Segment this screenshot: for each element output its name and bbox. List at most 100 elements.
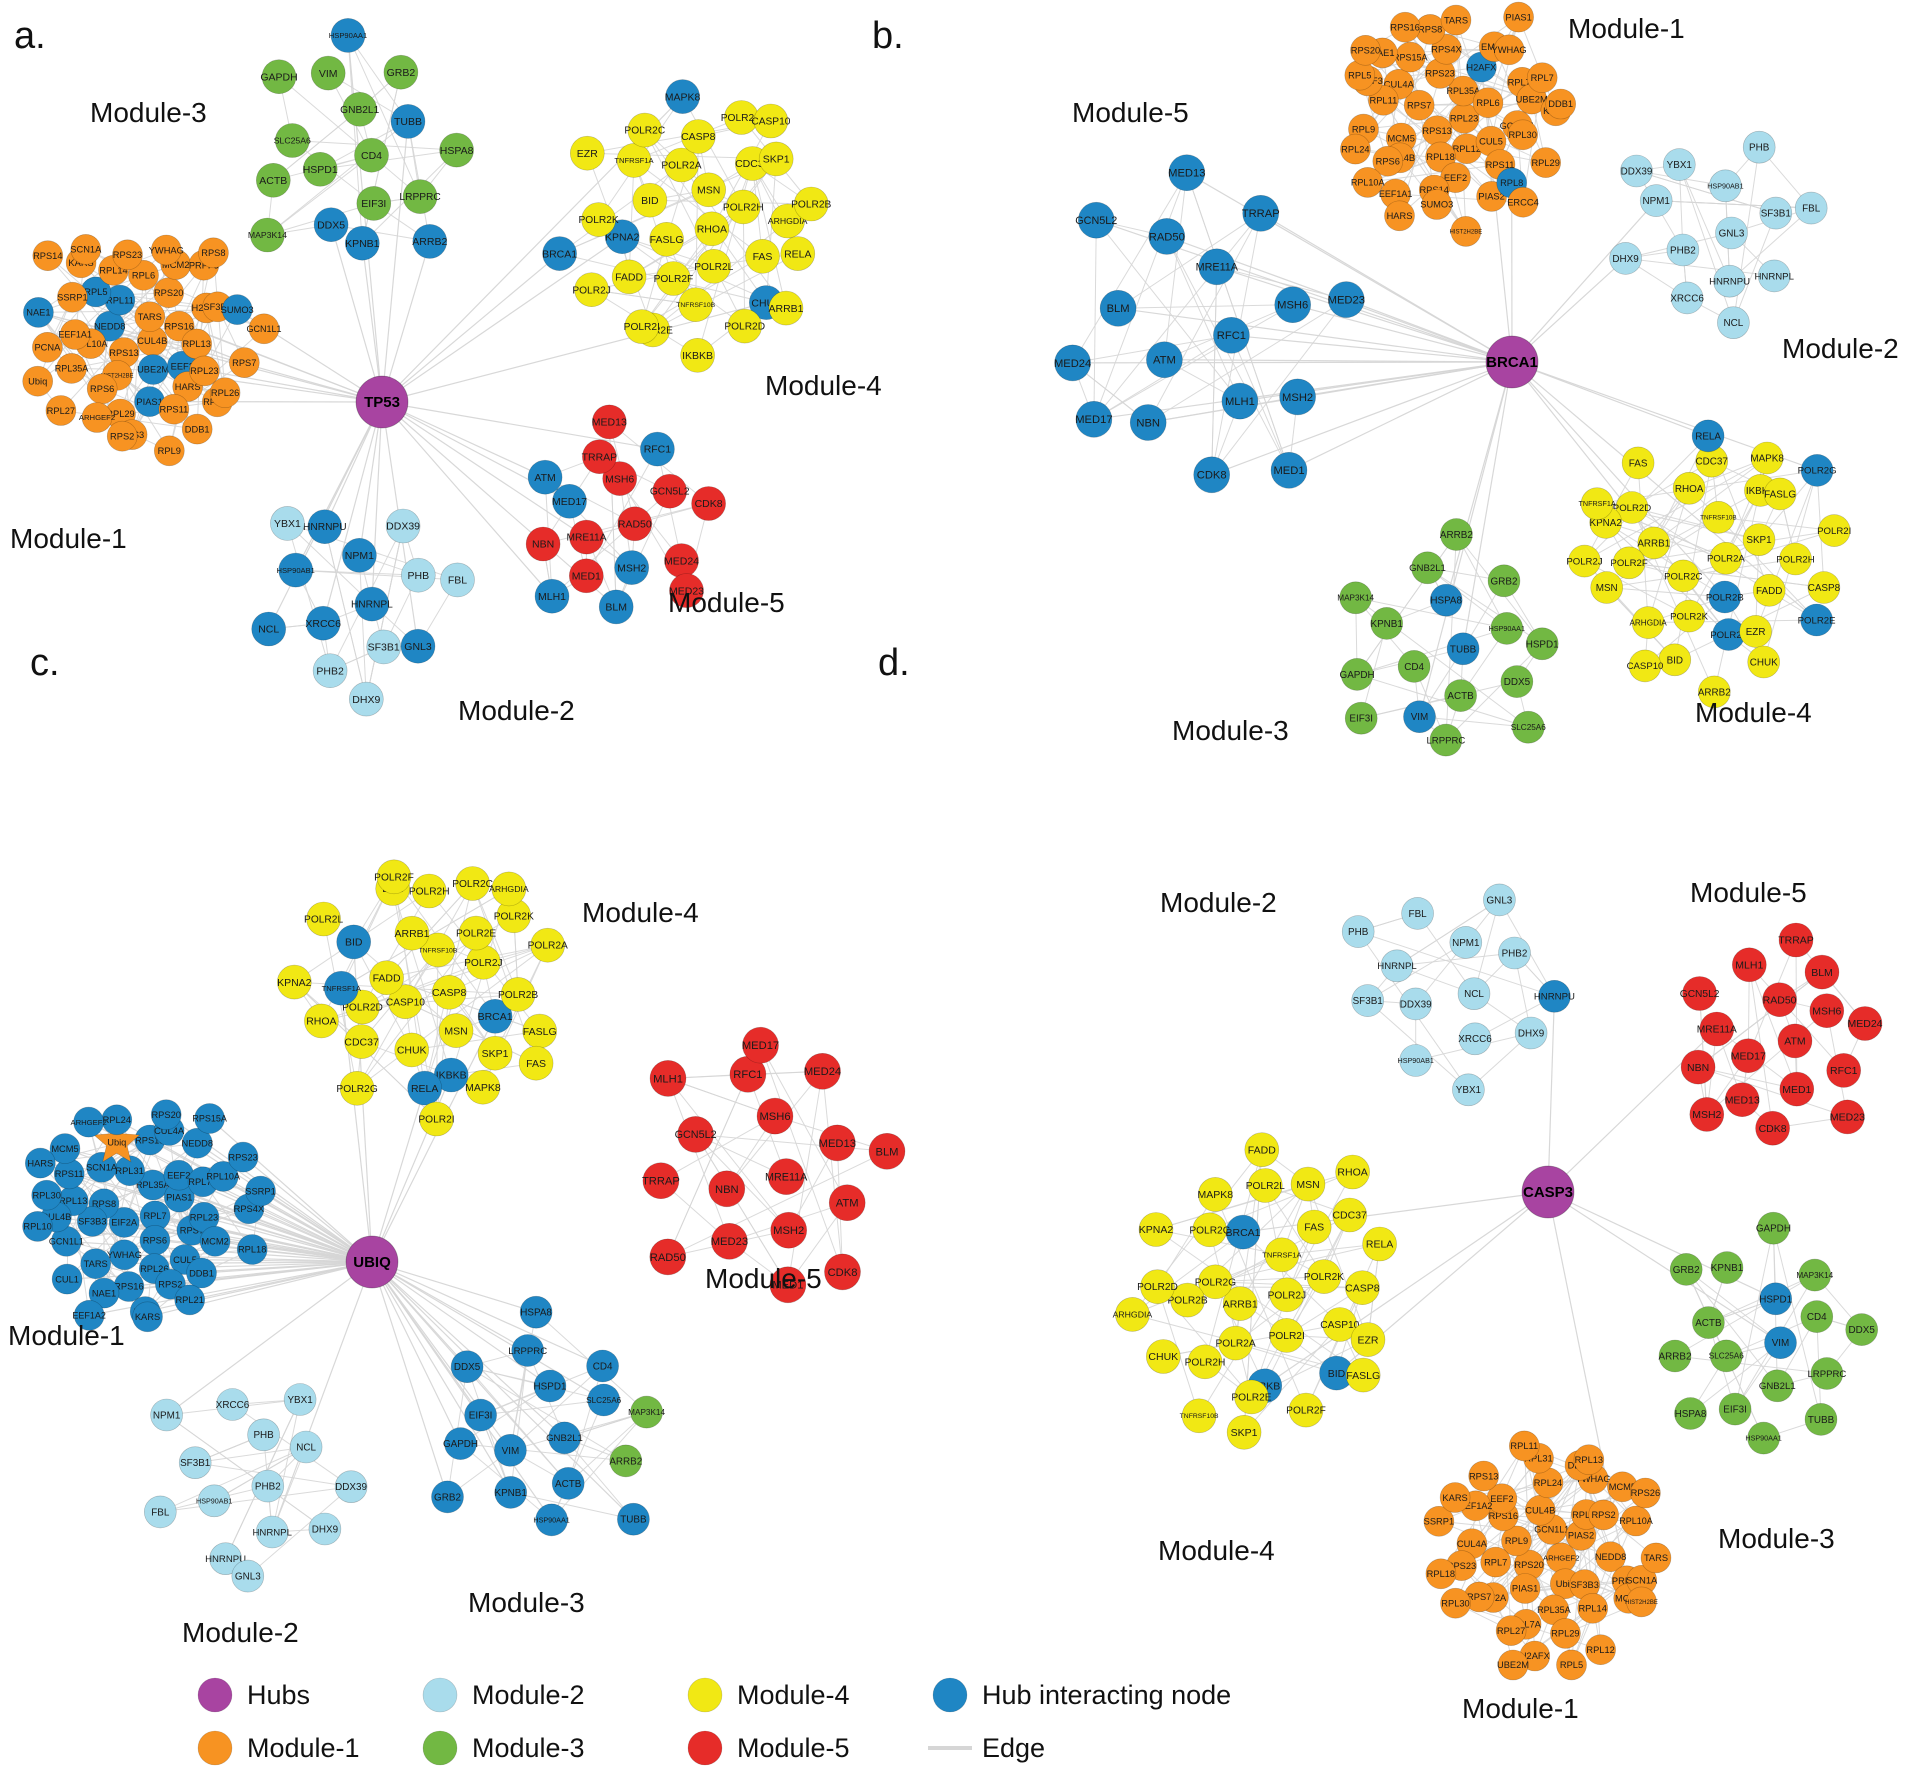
node-POLR2B: POLR2B: [498, 977, 538, 1012]
module-label-d-module-5: Module-5: [1690, 877, 1807, 908]
node-circle: [477, 1035, 513, 1071]
node-label: POLR2F: [1610, 558, 1647, 569]
node-label: RFC1: [1217, 330, 1246, 342]
node-label: TRRAP: [642, 1176, 680, 1188]
node-label: TNFRSF10B: [1180, 1413, 1219, 1420]
node-circle: [568, 558, 604, 594]
node-label: XRCC6: [1458, 1034, 1492, 1045]
node-circle: [450, 1350, 484, 1383]
node-circle: [542, 236, 577, 271]
node-label: VIM: [1411, 712, 1429, 723]
node-label: MLH1: [538, 591, 566, 603]
hub-edge: [371, 1261, 528, 1352]
hub-edge: [242, 1156, 373, 1263]
node-circle: [1078, 201, 1115, 239]
node-circle: [1296, 1209, 1332, 1245]
node-circle: [1612, 546, 1646, 580]
node-circle: [356, 186, 392, 221]
node-label: GNL3: [404, 641, 432, 653]
node-GAPDH: GAPDH: [1756, 1211, 1791, 1245]
node-ARHGDIA: ARHGDIA: [1113, 1297, 1152, 1332]
node-label: RPL27: [47, 406, 75, 416]
node-circle: [289, 1430, 323, 1464]
node-circle: [1248, 1168, 1283, 1203]
node-circle: [94, 310, 125, 342]
node-label: MSH6: [605, 473, 634, 485]
node-label: CASP10: [1320, 1320, 1359, 1331]
node-label: MLH1: [1735, 960, 1763, 972]
node-label: TARS: [1444, 15, 1468, 25]
node-label: MED23: [669, 585, 704, 597]
node-label: KPNA2: [1139, 1224, 1174, 1236]
edge: [1093, 304, 1293, 420]
node-IKBKB: IKBKB: [433, 1057, 469, 1093]
node-EIF3I: EIF3I: [1718, 1392, 1752, 1426]
node-label: RPL26: [140, 1264, 168, 1274]
node-label: SLC25A6: [1709, 1352, 1744, 1361]
node-circle: [458, 915, 494, 951]
node-label: NEDD8: [182, 1139, 214, 1149]
node-label: RPL18: [1426, 152, 1454, 162]
node-label: HNRNPU: [1709, 277, 1750, 288]
node-circle: [313, 207, 349, 242]
node-RPS20: RPS20: [1350, 34, 1381, 66]
node-circle: [1709, 541, 1743, 575]
node-DHX9: DHX9: [308, 1512, 342, 1546]
node-FAS: FAS: [745, 238, 780, 274]
node-label: BID: [641, 195, 659, 207]
node-label: ARHGEF2: [1543, 1554, 1579, 1563]
node-NBN: NBN: [708, 1170, 746, 1208]
node-POLR2C: POLR2C: [1189, 1212, 1230, 1248]
node-circle: [1639, 184, 1673, 217]
node-circle: [1472, 87, 1504, 118]
module-label-b-module-2: Module-2: [1782, 333, 1899, 364]
node-circle: [1339, 581, 1372, 615]
node-circle: [1397, 650, 1431, 683]
node-FASLG: FASLG: [1763, 477, 1797, 511]
node-FADD: FADD: [1752, 573, 1786, 607]
hub-edge: [381, 241, 431, 403]
node-circle: [587, 1383, 621, 1417]
node-circle: [1444, 679, 1477, 712]
node-label: RPL23: [190, 1213, 218, 1223]
node-label: NCL: [258, 624, 279, 636]
node-label: MED17: [1075, 414, 1112, 426]
node-TARS: TARS: [134, 301, 166, 333]
node-label: GRB2: [1673, 1265, 1700, 1276]
node-circle: [611, 259, 647, 295]
node-circle: [640, 431, 675, 467]
node-MED24: MED24: [804, 1053, 841, 1090]
node-ATM: ATM: [1146, 341, 1183, 379]
hub-edge: [381, 401, 658, 450]
node-FADD: FADD: [1244, 1132, 1280, 1167]
node-label: PHB2: [316, 665, 344, 677]
node-label: ERCC4: [1507, 197, 1539, 207]
node-circle: [154, 435, 185, 467]
node-label: POLR2D: [342, 1003, 383, 1014]
node-RPL30: RPL30: [1507, 119, 1538, 151]
node-label: KPNA2: [277, 977, 312, 989]
node-SF3B1: SF3B1: [366, 629, 402, 665]
node-circle: [1468, 1460, 1499, 1492]
node-NBN: NBN: [1129, 404, 1167, 441]
node-SF3B1: SF3B1: [1351, 984, 1384, 1017]
node-RHOA: RHOA: [1672, 471, 1706, 505]
node-circle: [1620, 1505, 1652, 1537]
node-label: CASP8: [681, 131, 716, 143]
legend-swatch-module-4: [687, 1677, 723, 1713]
node-label: MED1: [1782, 1084, 1811, 1096]
edge: [166, 1414, 326, 1530]
node-label: RPS2: [1591, 1510, 1615, 1520]
edge: [358, 555, 367, 700]
node-TNFRSF1A: TNFRSF1A: [322, 970, 362, 1006]
node-circle: [1620, 154, 1653, 188]
node-circle: [691, 172, 727, 208]
node-label: MSN: [1596, 583, 1618, 594]
node-label: FBL: [448, 575, 467, 587]
node-label: SF3B1: [180, 1458, 211, 1469]
node-XRCC6: XRCC6: [305, 605, 341, 641]
node-NCL: NCL: [1457, 977, 1491, 1011]
node-label: TNFRSF1A: [1579, 499, 1616, 508]
node-label: PRPF3: [189, 261, 219, 271]
